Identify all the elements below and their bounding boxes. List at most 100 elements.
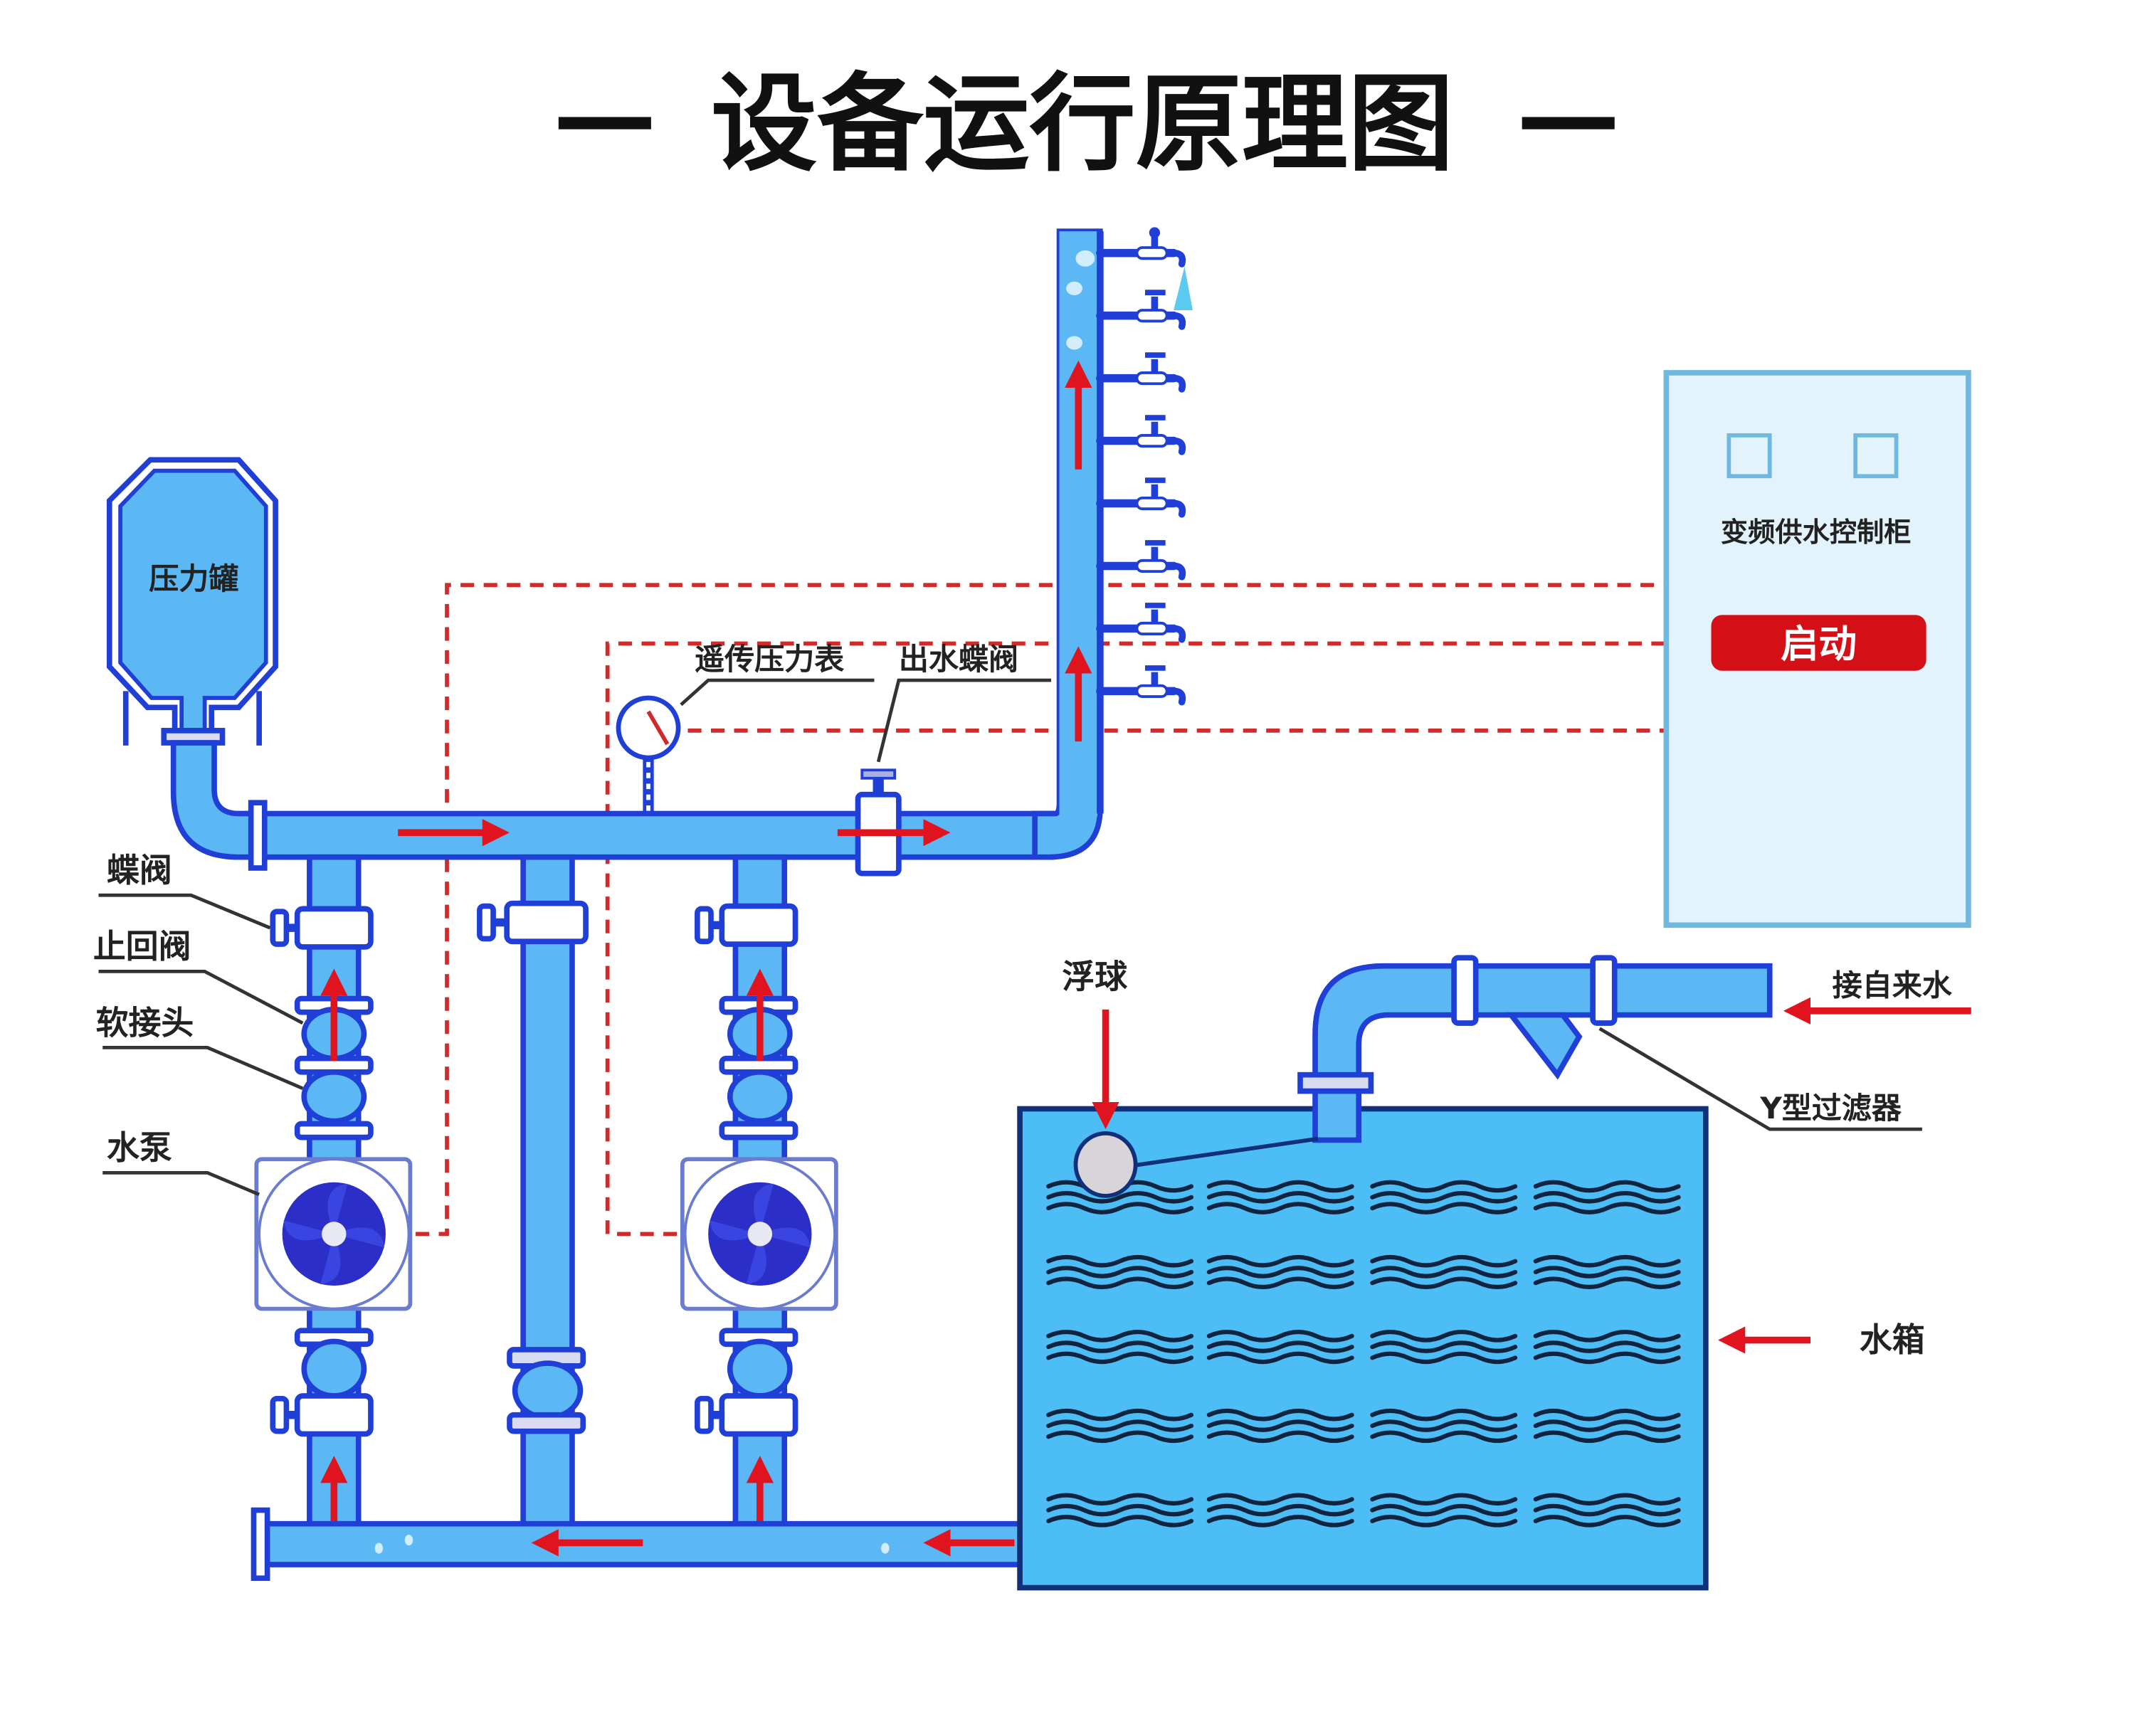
branch2-flange xyxy=(719,1121,798,1140)
title-dash-right xyxy=(1522,117,1615,129)
header-left-flange xyxy=(248,800,268,871)
wave-icon xyxy=(1206,1254,1354,1290)
flexible-joint-leader xyxy=(102,1046,304,1090)
inlet-flange xyxy=(1451,955,1479,1026)
bypass-pipe-body xyxy=(520,854,575,1540)
riser-bubble xyxy=(1066,336,1083,350)
inlet-flange xyxy=(1590,955,1618,1026)
wave-icon xyxy=(1533,1180,1681,1214)
wave-icon xyxy=(1533,1493,1681,1528)
water-tank-label: 水箱 xyxy=(1860,1320,1925,1359)
wave-icon xyxy=(1046,1330,1194,1365)
branch2-flexible-joint-3 xyxy=(727,1338,793,1399)
float-ball xyxy=(1073,1131,1138,1198)
pump-branch-1 xyxy=(254,854,413,1540)
water-pump-leader xyxy=(102,1170,260,1197)
suction-header-pipe xyxy=(251,1507,1024,1582)
wave-icon xyxy=(1206,1330,1354,1365)
bypass-flexible-joint xyxy=(512,1360,584,1421)
water-pump-1 xyxy=(254,1157,413,1311)
water-waves xyxy=(1046,1180,1681,1528)
wave-icon xyxy=(1370,1254,1518,1290)
tap-icon xyxy=(1096,540,1186,581)
branch1-butterfly-valve xyxy=(270,906,374,950)
pipe-bubble xyxy=(404,1534,413,1546)
page-title: 设备运行原理图 xyxy=(558,63,1615,186)
butterfly-valve-leader xyxy=(98,893,271,930)
y-strainer-label: Y型过滤器 xyxy=(1759,1091,1902,1126)
title-text: 设备运行原理图 xyxy=(711,63,1454,186)
signal-lines xyxy=(416,583,1668,1237)
y-strainer-body xyxy=(1505,1012,1583,1080)
wave-icon xyxy=(1206,1493,1354,1528)
bypass-pipe xyxy=(477,854,589,1540)
pipe-bubble xyxy=(881,1542,890,1554)
flexible-joint-label: 软接头 xyxy=(96,1003,194,1042)
start-button-label[interactable]: 启动 xyxy=(1781,622,1857,667)
start-button-bg[interactable] xyxy=(1711,615,1926,671)
pipe-bubble xyxy=(374,1542,384,1554)
inlet-elbow-pipe xyxy=(1312,963,1773,1078)
wave-icon xyxy=(1206,1180,1354,1214)
butterfly-valve-label: 蝶阀 xyxy=(107,851,172,889)
branch1-flexible-joint-2 xyxy=(301,1069,367,1124)
city-water-label: 接自来水 xyxy=(1833,968,1953,1003)
pressure-tank: 压力罐 xyxy=(106,457,278,860)
check-valve-label: 止回阀 xyxy=(93,927,191,965)
suction-header-end-flange xyxy=(251,1507,270,1582)
water-drop xyxy=(1174,266,1193,310)
left-labels: 蝶阀 止回阀 软接头 水泵 xyxy=(93,851,304,1197)
branch2-butterfly-valve xyxy=(695,903,798,947)
water-pump-2 xyxy=(680,1157,838,1311)
control-cabinet: 变频供水控制柜 启动 xyxy=(1663,370,1971,928)
gauge-dial xyxy=(616,695,681,761)
outlet-valve-handle xyxy=(860,768,897,780)
impeller-blades xyxy=(710,1183,811,1285)
wave-icon xyxy=(1370,1493,1518,1528)
branch2-flexible-joint-2 xyxy=(727,1069,793,1124)
tap-icon xyxy=(1096,665,1186,706)
tap-icon xyxy=(1096,415,1186,455)
wave-icon xyxy=(1533,1408,1681,1444)
branch2-suction-valve xyxy=(695,1393,798,1437)
bypass-flange xyxy=(507,1412,586,1434)
float-ball-label: 浮球 xyxy=(1062,957,1127,995)
impeller-blades xyxy=(283,1183,385,1285)
wave-icon xyxy=(1533,1254,1681,1290)
outlet-valve-label: 出水蝶阀 xyxy=(899,642,1018,677)
start-button[interactable]: 启动 xyxy=(1711,615,1926,671)
outlet-valve-leader xyxy=(876,678,1052,763)
pressure-tank-pipe xyxy=(170,740,262,860)
branch1-flange xyxy=(294,1121,374,1140)
wave-icon xyxy=(1046,1408,1194,1444)
riser-bubble xyxy=(1075,250,1095,267)
wave-icon xyxy=(1046,1254,1194,1290)
tap-icon xyxy=(1096,477,1186,518)
wave-icon xyxy=(1370,1180,1518,1214)
water-tank xyxy=(1017,1071,1709,1591)
branch1-flexible-joint-3 xyxy=(301,1338,367,1399)
pressure-tank-label: 压力罐 xyxy=(149,561,238,596)
gauge-needle xyxy=(646,710,670,746)
wave-icon xyxy=(1206,1408,1354,1444)
tap-group xyxy=(1096,227,1186,706)
check-valve-leader xyxy=(98,969,304,1025)
city-water-inlet-pipe: Y型过滤器 接自来水 xyxy=(1312,955,1971,1131)
tap-icon xyxy=(1096,352,1186,393)
bypass-valve xyxy=(477,900,589,945)
gauge-label: 遥传压力表 xyxy=(695,642,844,677)
float-arm xyxy=(1129,1136,1319,1168)
control-cabinet-title: 变频供水控制柜 xyxy=(1721,517,1912,549)
remote-pressure-gauge: 遥传压力表 xyxy=(616,642,875,814)
tap-icon xyxy=(1096,227,1186,268)
indicator-light-2 xyxy=(1853,433,1899,479)
discharge-header-pipe xyxy=(248,228,1103,871)
pump-branch-2 xyxy=(680,854,838,1540)
riser-bubble xyxy=(1066,281,1083,295)
indicator-light-1 xyxy=(1727,433,1772,479)
wave-icon xyxy=(1533,1330,1681,1365)
tap-icon xyxy=(1096,290,1186,330)
signal-line-pump2 xyxy=(605,641,1063,1237)
wave-icon xyxy=(1370,1330,1518,1365)
